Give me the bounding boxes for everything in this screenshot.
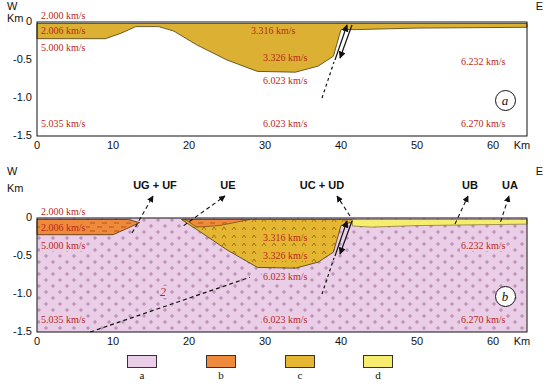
velocity-label: 6.023 km/s: [262, 271, 308, 282]
axis-label: E: [535, 166, 544, 177]
axis-label: W: [6, 1, 18, 12]
axis-label: Km: [6, 13, 25, 24]
axis-label: -0.5: [12, 54, 33, 65]
axis-label: 0: [33, 140, 41, 151]
panel-frame: [37, 218, 527, 332]
panel-marker-circle: b: [495, 286, 516, 307]
velocity-label: 2.006 km/s: [40, 25, 86, 36]
legend-swatch: [206, 355, 236, 368]
section-b: [37, 196, 527, 332]
velocity-label: 5.000 km/s: [40, 240, 86, 251]
fault-arrow: [455, 196, 468, 224]
axis-label: E: [535, 1, 544, 12]
layer-b-fill: [37, 220, 140, 235]
velocity-label: 5.000 km/s: [40, 42, 86, 53]
axis-label: 30: [258, 336, 272, 347]
legend-letter: c: [298, 370, 303, 381]
legend-letter: d: [375, 370, 381, 381]
legend-letter: b: [218, 370, 224, 381]
fault-extension: [322, 62, 334, 98]
legend-swatch: [127, 355, 157, 368]
velocity-label: 6.023 km/s: [262, 75, 308, 86]
callout-number: 2: [159, 286, 167, 298]
axis-label: -1.5: [12, 130, 33, 141]
fault-arrow: [184, 196, 225, 226]
fault-label: UE: [219, 180, 236, 191]
axis-label: 40: [334, 336, 348, 347]
axis-label: Km: [513, 336, 532, 347]
panel-letter: a: [502, 94, 509, 107]
axis-label: 0: [25, 16, 33, 27]
basement-fill: [37, 218, 527, 332]
velocity-label: 3.316 km/s: [262, 232, 308, 243]
layer-c-fill: [181, 220, 352, 269]
legend-item: d: [356, 355, 400, 381]
axis-label: 20: [182, 140, 196, 151]
fault-line: [340, 25, 352, 58]
velocity-label: 5.035 km/s: [40, 314, 86, 325]
velocity-label: 3.326 km/s: [262, 52, 308, 63]
fault-label: UG + UF: [132, 180, 178, 191]
fault-label: UC + UD: [299, 180, 345, 191]
axis-label: -1.0: [12, 92, 33, 103]
velocity-label: 2.000 km/s: [40, 206, 86, 217]
axis-label: W: [6, 166, 18, 177]
legend-item: b: [199, 355, 243, 381]
legend-swatch: [285, 355, 315, 368]
fault-line: [340, 221, 352, 254]
fault-dashed: [90, 277, 250, 332]
legend-swatch: [363, 355, 393, 368]
axis-label: 0: [25, 212, 33, 223]
section-a: [37, 22, 527, 136]
fault-label: UB: [461, 180, 479, 191]
legend-letter: a: [140, 370, 145, 381]
axis-label: 20: [182, 336, 196, 347]
axis-label: -1.0: [12, 288, 33, 299]
axis-label: Km: [513, 140, 532, 151]
velocity-label: 3.316 km/s: [250, 25, 296, 36]
axis-label: -1.5: [12, 326, 33, 337]
fault-arrow: [132, 196, 153, 233]
velocity-label: 2.006 km/s: [40, 222, 86, 233]
velocity-label: 6.270 km/s: [460, 314, 506, 325]
legend-item: c: [278, 355, 322, 381]
velocity-label: 6.270 km/s: [460, 118, 506, 129]
legend-item: a: [120, 355, 164, 381]
velocity-label: 6.023 km/s: [262, 118, 308, 129]
panel-letter: b: [502, 290, 509, 303]
axis-label: 0: [33, 336, 41, 347]
panel-marker-circle: a: [495, 90, 516, 111]
axis-label: 60: [486, 336, 500, 347]
fault-label: UA: [501, 180, 519, 191]
layer-b-wedge: [185, 220, 250, 228]
axis-label: 30: [258, 140, 272, 151]
axis-label: Km: [6, 183, 25, 194]
axis-label: 10: [106, 336, 120, 347]
fault-arrow: [337, 196, 350, 216]
velocity-label: 6.232 km/s: [460, 240, 506, 251]
axis-label: 40: [334, 140, 348, 151]
fault-extension: [322, 258, 334, 294]
panel-frame: [37, 22, 527, 136]
velocity-label: 5.035 km/s: [40, 118, 86, 129]
sediment-fill: [37, 24, 527, 73]
axis-label: 50: [410, 336, 424, 347]
velocity-label: 6.023 km/s: [262, 314, 308, 325]
axis-label: 50: [410, 140, 424, 151]
axis-label: -0.5: [12, 250, 33, 261]
velocity-label: 3.326 km/s: [262, 250, 308, 261]
velocity-label: 6.232 km/s: [460, 56, 506, 67]
axis-label: 60: [486, 140, 500, 151]
velocity-label: 2.000 km/s: [40, 10, 86, 21]
axis-label: 10: [106, 140, 120, 151]
